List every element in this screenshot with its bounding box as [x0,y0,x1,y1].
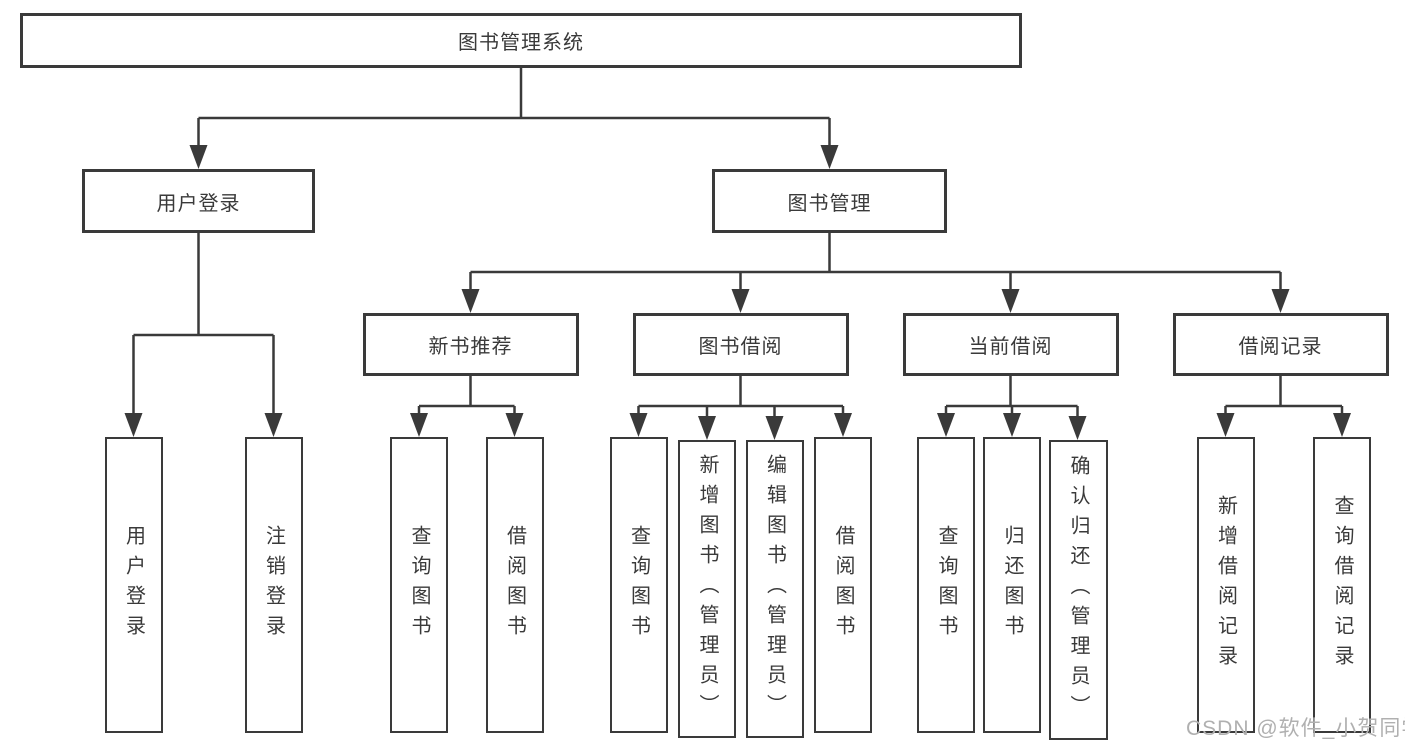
leaf-logout-label: 注销登录 [262,525,285,645]
leaf-user-login-label: 用户登录 [122,525,145,645]
node-user-login-label: 用户登录 [156,192,241,215]
leaf-return-books: 归还图书 [983,437,1041,733]
leaf-query-books-2: 查询图书 [609,437,668,733]
node-borrow-records: 借阅记录 [1172,313,1389,376]
leaf-borrow-books-1-label: 借阅图书 [503,525,526,645]
node-user-login: 用户登录 [82,169,315,233]
leaf-confirm-return-admin: 确认归还（管理员） [1048,440,1108,740]
leaf-borrow-books-1: 借阅图书 [485,437,544,733]
leaf-borrow-books-2: 借阅图书 [814,437,872,733]
leaf-edit-book-admin-label: 编辑图书（管理员） [763,454,786,724]
leaf-logout: 注销登录 [244,437,303,733]
csdn-watermark: CSDN @软件_小贺同学 [1186,717,1405,740]
connector-path [132,68,1344,418]
node-book-borrow-label: 图书借阅 [698,336,783,358]
node-borrow-records-label: 借阅记录 [1238,336,1323,358]
leaf-query-borrow-record-label: 查询借阅记录 [1331,495,1353,675]
node-book-borrow: 图书借阅 [632,313,849,376]
leaf-user-login: 用户登录 [104,437,163,733]
leaf-query-books-2-label: 查询图书 [627,525,650,645]
leaf-edit-book-admin: 编辑图书（管理员） [745,440,804,738]
leaf-add-book-admin: 新增图书（管理员） [678,440,736,738]
leaf-confirm-return-admin-label: 确认归还（管理员） [1067,455,1089,725]
node-current-borrow-label: 当前借阅 [968,336,1053,358]
leaf-return-books-label: 归还图书 [1001,525,1023,645]
node-new-book-recommend: 新书推荐 [362,313,579,376]
leaf-add-book-admin-label: 新增图书（管理员） [696,454,718,724]
node-new-book-recommend-label: 新书推荐 [428,336,513,358]
node-root-label: 图书管理系统 [458,32,584,54]
leaf-query-books-3: 查询图书 [917,437,975,733]
node-book-management-label: 图书管理 [787,192,872,215]
leaf-borrow-books-2-label: 借阅图书 [832,525,854,645]
leaf-query-books-1: 查询图书 [390,437,448,733]
node-current-borrow: 当前借阅 [902,313,1119,376]
leaf-query-books-3-label: 查询图书 [935,525,957,645]
node-book-management: 图书管理 [712,169,947,233]
leaf-add-borrow-record: 新增借阅记录 [1196,437,1255,733]
leaf-query-books-1-label: 查询图书 [408,525,430,645]
leaf-query-borrow-record: 查询借阅记录 [1313,437,1371,733]
leaf-add-borrow-record-label: 新增借阅记录 [1214,495,1237,675]
arrowheads [124,145,1351,440]
node-root: 图书管理系统 [20,13,1022,68]
